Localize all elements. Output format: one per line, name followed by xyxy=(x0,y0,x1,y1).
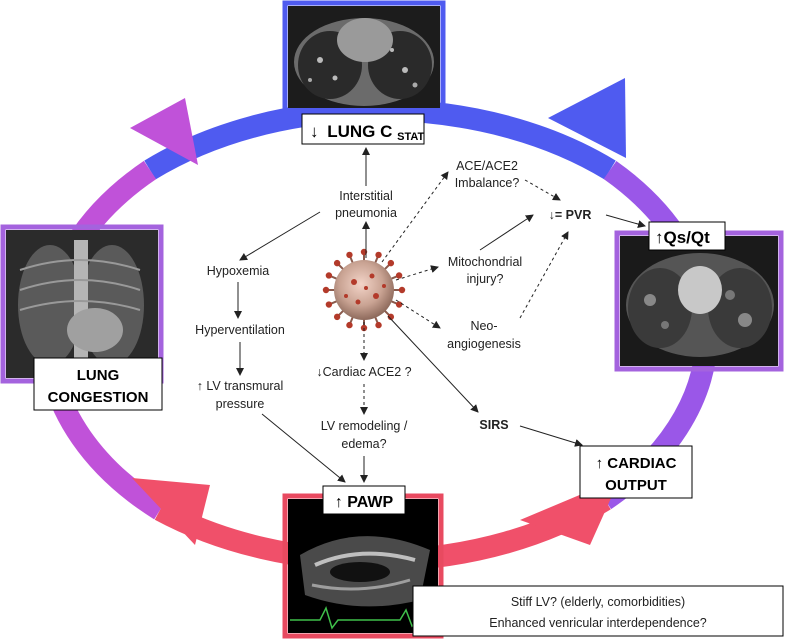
pvr-label: ↓= PVR xyxy=(549,208,592,222)
lung-cstat-main: LUNG C xyxy=(327,122,392,141)
neo-label-1: Neo- xyxy=(470,319,497,333)
arrow-ace-to-pvr xyxy=(524,179,561,201)
cardiac-output-box: ↑ CARDIAC OUTPUT xyxy=(579,445,693,499)
arrow-neo-to-pvr xyxy=(519,231,569,319)
arrow-mito-to-pvr xyxy=(479,214,534,251)
qs-qt-box: ↑Qs/Qt xyxy=(648,221,726,251)
arrow-pvr-to-qsqt xyxy=(605,214,646,228)
arrow-virus-to-neo xyxy=(395,299,441,329)
hypoxemia-label: Hypoxemia xyxy=(207,264,270,278)
ace-label-1: ACE/ACE2 xyxy=(456,159,518,173)
ring-arrowhead-top-right xyxy=(548,78,626,158)
mito-label-2: injury? xyxy=(467,272,504,286)
pawp-box: ↑ PAWP xyxy=(322,485,406,515)
arrow-sirs-to-cardiac-output xyxy=(519,425,583,447)
ring-arrowhead-top-left xyxy=(130,98,198,165)
virus-spike-tip xyxy=(346,321,353,329)
virus-spike-tip xyxy=(398,286,406,294)
cardiac-output-line1: ↑ CARDIAC xyxy=(596,455,677,472)
interstitial-label-2: pneumonia xyxy=(335,206,397,220)
sirs-label: SIRS xyxy=(479,418,508,432)
lv-transmural-label-2: pressure xyxy=(216,397,265,411)
virus-spike-tip xyxy=(375,321,382,329)
virus-spike-tip xyxy=(322,286,330,294)
stiff-lv-line2: Enhanced venricular interdependence? xyxy=(489,616,707,630)
pawp-label: ↑ PAWP xyxy=(335,494,394,511)
virus-spike-tip xyxy=(375,251,382,259)
lv-transmural-label-1: ↑ LV transmural xyxy=(197,379,284,393)
ct-qsqt-image xyxy=(614,230,784,372)
arrow-interstitial-to-hypoxemia xyxy=(239,211,321,261)
chest-xray-image xyxy=(0,224,164,384)
ace-label-2: Imbalance? xyxy=(455,176,520,190)
lung-congestion-line1: LUNG xyxy=(77,367,120,384)
lung-cstat-sub: STAT xyxy=(397,131,424,143)
virus-spike-tip xyxy=(325,272,333,279)
stiff-lv-line1: Stiff LV? (elderly, comorbidities) xyxy=(511,595,685,609)
arrow-virus-to-sirs xyxy=(387,315,479,413)
qs-qt-label: ↑Qs/Qt xyxy=(655,228,710,247)
lung-congestion-line2: CONGESTION xyxy=(48,389,149,406)
mito-label-1: Mitochondrial xyxy=(448,255,522,269)
virus-spike-tip xyxy=(333,313,341,321)
lung-cstat-arrow: ↓ xyxy=(310,122,319,141)
virus-spike-tip xyxy=(395,301,403,308)
lv-remodeling-label-2: edema? xyxy=(341,437,386,451)
lv-remodeling-label-1: LV remodeling / xyxy=(321,419,408,433)
virus-spike-tip xyxy=(387,259,395,267)
virus-spike-tip xyxy=(333,259,341,267)
connector-arrows xyxy=(234,147,646,483)
lung-congestion-box: LUNG CONGESTION xyxy=(33,357,163,411)
cardiac-ace2-label: ↓Cardiac ACE2 ? xyxy=(316,365,411,379)
arrow-virus-to-ace xyxy=(381,171,449,263)
arrow-virus-to-mito xyxy=(395,265,439,281)
interstitial-label-1: Interstitial xyxy=(339,189,393,203)
stiff-lv-box: Stiff LV? (elderly, comorbidities) Enhan… xyxy=(412,585,784,637)
arrow-lvtrans-to-pawp xyxy=(261,413,346,483)
coronavirus-icon xyxy=(322,248,406,332)
virus-spike-tip xyxy=(325,301,333,308)
virus-spike-tip xyxy=(387,313,395,321)
cardiac-output-line2: OUTPUT xyxy=(605,477,667,494)
hyperventilation-label: Hyperventilation xyxy=(195,323,285,337)
ct-scan-image xyxy=(282,0,446,114)
svg-text:↓ LUNG C STAT: ↓ LUNG C STAT xyxy=(310,122,425,143)
virus-spike-tip xyxy=(395,272,403,279)
lung-cstat-box: ↓ LUNG C STAT xyxy=(301,113,425,145)
ring-arrowhead-bottom-left xyxy=(132,478,210,545)
neo-label-2: angiogenesis xyxy=(447,337,521,351)
virus-spike-tip xyxy=(346,251,353,259)
